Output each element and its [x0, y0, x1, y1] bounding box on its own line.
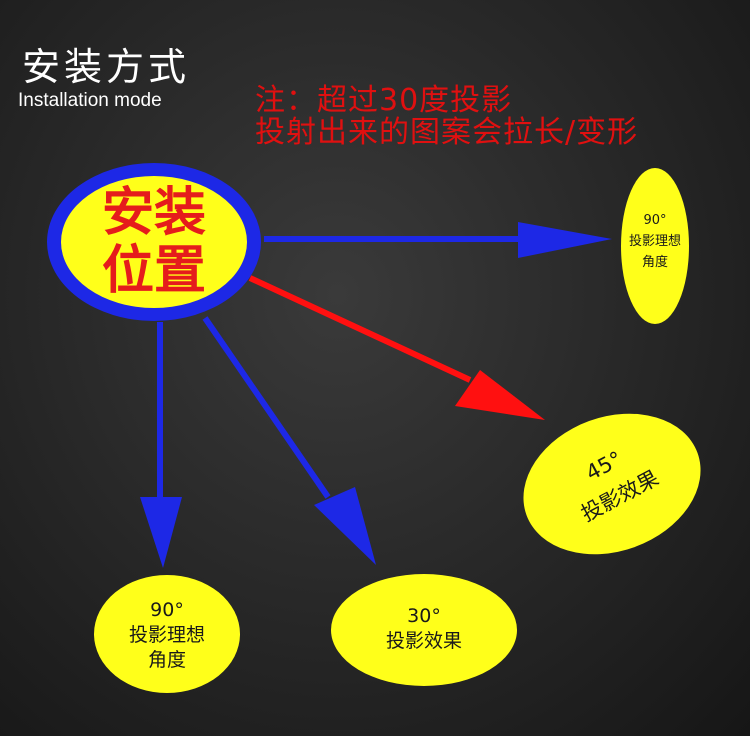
install-position-line-2: 位置 — [101, 241, 206, 301]
target-bottom-90-line-2: 角度 — [147, 649, 186, 671]
target-bottom-90-label: 90° 投影理想 角度 — [102, 598, 232, 673]
note-line-1: 注：超过30度投影 — [255, 83, 513, 118]
target-bottom-30-ellipse — [331, 574, 517, 686]
install-position-line-1: 安装 — [101, 183, 206, 243]
arrow-to-bottom-30 — [202, 316, 376, 565]
page-subtitle-english: Installation mode — [18, 90, 162, 111]
target-right-90-line-2: 角度 — [641, 255, 668, 270]
target-bottom-30-line-1: 投影效果 — [385, 630, 462, 652]
target-right-45-ellipse — [523, 413, 701, 555]
install-position-label: 安装 位置 — [64, 184, 244, 300]
note-line-2: 投射出来的图案会拉长/变形 — [255, 115, 639, 150]
page-title: 安装方式 — [22, 45, 191, 89]
target-bottom-90-line-1: 投影理想 — [128, 624, 205, 646]
target-bottom-30-angle: 30° — [407, 605, 441, 627]
target-right-90-ellipse — [621, 168, 689, 324]
install-position-circle-inner — [61, 176, 247, 308]
arrow-to-right-45 — [248, 275, 545, 420]
target-bottom-30-label: 30° 投影效果 — [354, 604, 494, 654]
arrow-to-right-90 — [264, 222, 612, 258]
target-bottom-90-ellipse — [94, 575, 240, 693]
target-bottom-90-angle: 90° — [150, 599, 184, 621]
arrow-to-bottom-90 — [140, 322, 182, 568]
target-right-90-label: 90° 投影理想 角度 — [615, 210, 695, 273]
target-right-90-line-1: 投影理想 — [628, 234, 681, 249]
target-right-90-angle: 90° — [643, 213, 667, 228]
